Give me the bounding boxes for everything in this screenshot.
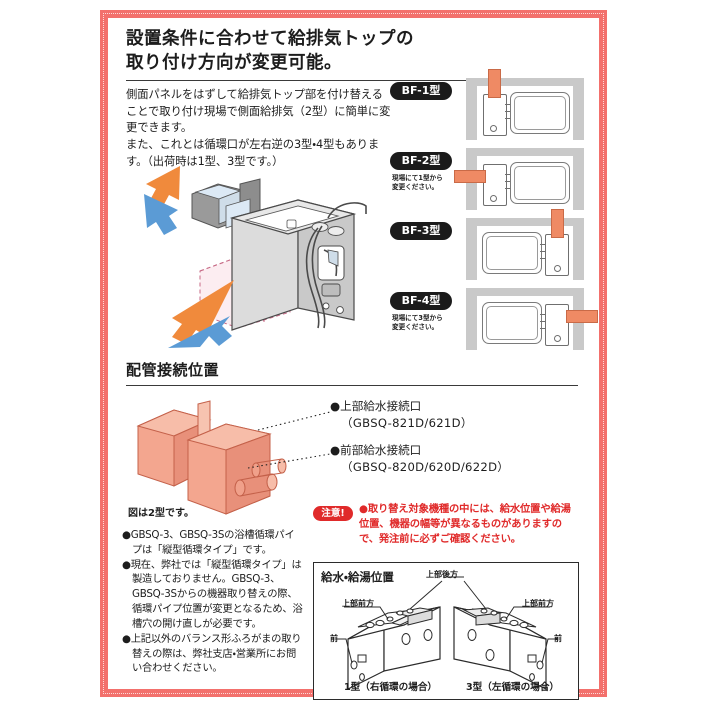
bf-type-note-4: 現場にて3型から 変更ください。 (392, 314, 443, 331)
bf-type-figure-3 (466, 209, 584, 280)
callout-front-label: ●前部給水接続口 (330, 443, 422, 457)
leader-line-top (257, 411, 331, 431)
section-title-piping: 配管接続位置 (126, 361, 220, 379)
bf-type-row-4: BF-4型 現場にて3型から 変更ください。 (390, 288, 598, 350)
page-title-line2: 取り付け方向が変更可能。 (126, 52, 342, 73)
water-position-title: 給水・給湯位置 (321, 570, 394, 584)
page-title: 設置条件に合わせて給排気トップの 取り付け方向が変更可能。 (126, 28, 426, 75)
header-divider (126, 80, 578, 81)
bf-type-row-2: BF-2型 現場にて1型から 変更ください。 (390, 148, 585, 210)
note-item: ●上記以外のバランス形ふろがまの取り替えの際は、弊社支店・営業所にお問い合わせく… (122, 632, 302, 675)
figure-caption-type2: 図は2型です。 (128, 508, 194, 519)
arrow-blue-lower (168, 316, 232, 348)
bf-type-row-1: BF-1型 (390, 69, 585, 140)
callout-top-models: （GBSQ-821D/621D） (341, 415, 473, 430)
unit-type3-left-circulation (453, 606, 547, 690)
piping-illustration (130, 396, 331, 516)
bf-type-figure-4 (466, 288, 598, 350)
bf-type-label-2: BF-2型 (390, 152, 452, 170)
bf-type-row-3: BF-3型 (390, 209, 585, 280)
note-item: ●GBSQ-3、GBSQ-3Sの浴槽循環パイプは「縦型循環タイプ」です。 (122, 529, 295, 556)
unit-type1-right-circulation (347, 606, 441, 690)
notes-list: ●GBSQ-3、GBSQ-3Sの浴槽循環パイプは「縦型循環タイプ」です。 ●現在… (122, 528, 304, 676)
bf-type-figure-1 (466, 69, 584, 140)
exhaust-duct-icon (566, 310, 598, 323)
attention-badge: 注意! (313, 506, 353, 521)
section-divider (126, 385, 578, 386)
bf-type-figure-2 (454, 148, 584, 210)
exhaust-duct-icon (551, 209, 564, 238)
callout-top-water-inlet: ●上部給水接続口 （GBSQ-821D/621D） (330, 398, 473, 432)
exhaust-duct-icon (454, 170, 486, 183)
page-title-line1: 設置条件に合わせて給排気トップの (126, 29, 414, 49)
appliance-illustration (122, 158, 392, 354)
water-heater-body (229, 199, 367, 331)
bf-type-label-3: BF-3型 (390, 222, 452, 240)
leader-lines-group (336, 576, 558, 664)
attention-text: ●取り替え対象機種の中には、給水位置や給湯位置、機器の幅等が異なるものがあります… (359, 503, 571, 545)
callout-front-water-inlet: ●前部給水接続口 （GBSQ-820D/620D/622D） (330, 442, 509, 476)
caption-type1: 1型（右循環の場合） (344, 682, 438, 693)
intro-paragraph: 側面パネルをはずして給排気トップ部を付け替えることで取り付け現場で側面給排気（2… (126, 88, 391, 168)
decorative-frame: 設置条件に合わせて給排気トップの 取り付け方向が変更可能。 側面パネルをはずして… (100, 10, 607, 700)
callout-front-models: （GBSQ-820D/620D/622D） (341, 459, 510, 474)
bf-type-label-1: BF-1型 (390, 82, 452, 100)
water-position-diagram: 給水・給湯位置 上部後方 上部前方 上部前方 前 前 (313, 562, 579, 700)
caption-type3: 3型（左循環の場合） (466, 682, 560, 693)
bf-type-label-4: BF-4型 (390, 292, 452, 310)
label-top-front-right: 上部前方 (522, 599, 554, 608)
arrow-orange-upper (146, 166, 180, 208)
label-top-front-left: 上部前方 (342, 599, 374, 608)
arrow-orange-lower (172, 280, 234, 344)
note-item: ●現在、弊社では「縦型循環タイプ」は製造しておりません。GBSQ-3、GBSQ-… (122, 558, 303, 630)
label-top-rear: 上部後方 (426, 570, 458, 579)
bf-type-note-2: 現場にて1型から 変更ください。 (392, 174, 443, 191)
callout-top-label: ●上部給水接続口 (330, 399, 422, 413)
arrow-blue-upper (144, 194, 178, 235)
exhaust-duct-icon (488, 69, 501, 98)
leader-line-front (247, 453, 331, 469)
content-sheet: 設置条件に合わせて給排気トップの 取り付け方向が変更可能。 側面パネルをはずして… (108, 18, 599, 700)
label-front-left: 前 (330, 634, 338, 643)
bf-type-list: BF-1型 (390, 69, 598, 350)
